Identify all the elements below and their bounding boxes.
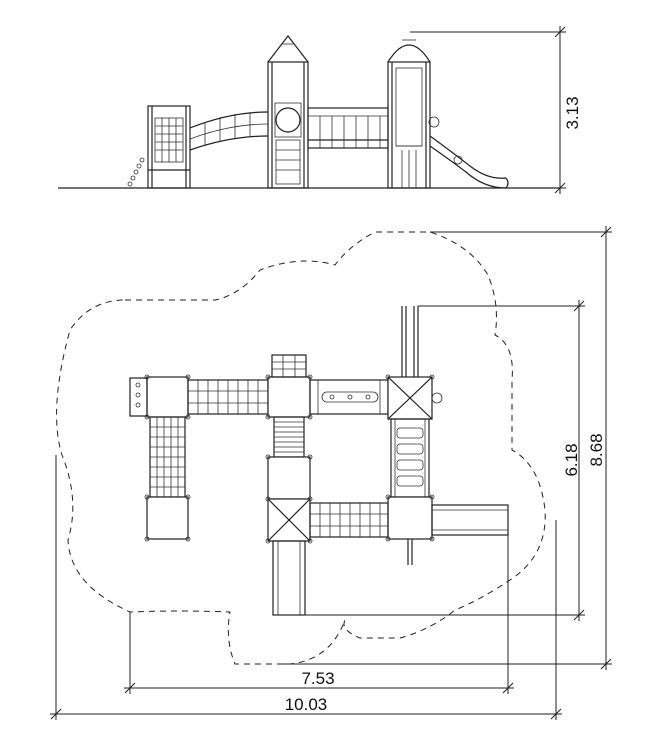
platform-c (385, 306, 443, 420)
width-dimensions (50, 455, 562, 720)
steps-c (390, 418, 430, 498)
elevation-view: 3.13 (58, 26, 582, 194)
height-dimension-label: 3.13 (563, 96, 582, 129)
bridge-b3c2 (309, 502, 389, 538)
arched-bridge (189, 111, 269, 151)
depth-outer-label: 8.68 (587, 433, 606, 466)
net-ab (187, 379, 269, 415)
depth-dimensions (280, 226, 612, 670)
slide-right (431, 504, 509, 536)
width-outer-label: 10.03 (285, 695, 328, 714)
panel-bridge (307, 107, 389, 149)
stair-b (273, 416, 305, 458)
left-tower (127, 105, 191, 189)
wave-slide (429, 135, 509, 189)
depth-inner-label: 6.18 (562, 443, 581, 476)
platform-a2 (144, 494, 191, 542)
bridge-bc (309, 379, 389, 415)
platform-b3 (265, 498, 313, 616)
net-a (149, 416, 186, 498)
platform-b (265, 354, 313, 420)
plan-view: 6.18 8.68 7.53 10.03 (50, 226, 612, 720)
platform-c2 (385, 494, 435, 565)
middle-tower (267, 35, 309, 189)
right-tower (387, 39, 440, 189)
platform-b2 (265, 454, 313, 502)
platform-a (129, 374, 191, 420)
width-inner-label: 7.53 (301, 669, 334, 688)
safety-zone-outline (56, 231, 546, 665)
height-dimension (410, 26, 566, 194)
